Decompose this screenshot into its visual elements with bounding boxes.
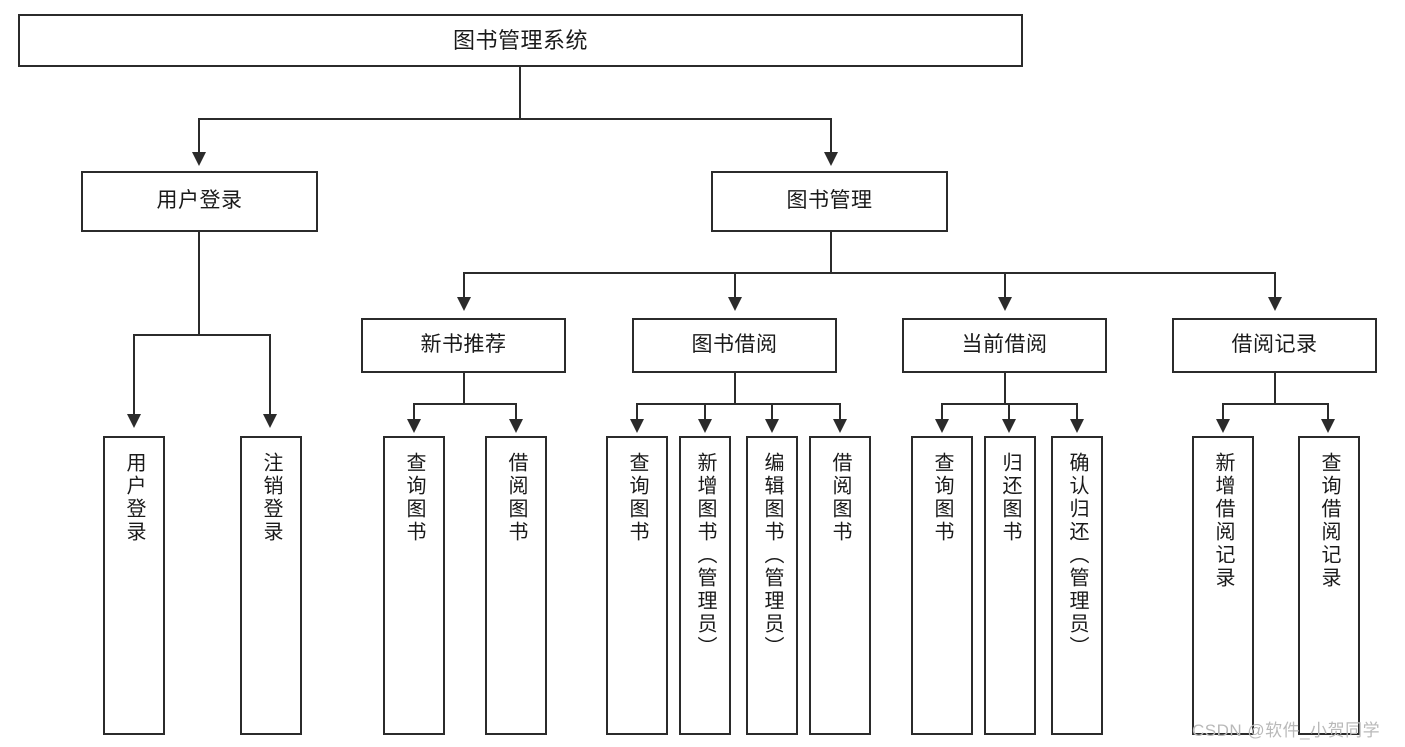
node-label: 当前借阅 [961,333,1048,357]
node-label: 新书推荐 [420,333,507,357]
arrowhead-leaf-logout [263,414,277,428]
connector-to-current-borrow [1004,272,1006,299]
connector-book-manage-stem [830,232,832,273]
arrowhead-leaf-confirm-return [1070,419,1084,433]
connector-user-login-bus [133,334,270,336]
leaf-borrow-book-recommend[interactable]: 借阅图书 [485,436,547,735]
node-label: 查询图书 [403,452,425,544]
leaf-add-borrow-record[interactable]: 新增借阅记录 [1192,436,1254,735]
arrowhead-leaf-query-book-a [407,419,421,433]
node-book-borrow[interactable]: 图书借阅 [632,318,837,373]
arrowhead-leaf-return-book [1002,419,1016,433]
leaf-query-borrow-record[interactable]: 查询借阅记录 [1298,436,1360,735]
connector-user-login-child1 [133,334,135,416]
connector-book-borrow-child4 [839,403,841,421]
arrowhead-leaf-edit-book [765,419,779,433]
node-label: 查询图书 [931,452,953,544]
node-label: 用户登录 [156,189,243,213]
node-label: 查询借阅记录 [1318,452,1340,590]
connector-user-login-stem [198,232,200,335]
connector-new-book-rec-bus [413,403,517,405]
arrowhead-current-borrow [998,297,1012,311]
arrowhead-borrow-record [1268,297,1282,311]
node-book-manage[interactable]: 图书管理 [711,171,948,232]
connector-new-book-rec-child2 [515,403,517,421]
connector-to-new-book-rec [463,272,465,299]
node-label: 查询图书 [626,452,648,544]
arrowhead-leaf-query-book-b [630,419,644,433]
node-label: 图书管理系统 [452,27,588,53]
arrowhead-leaf-query-book-c [935,419,949,433]
connector-book-borrow-child3 [771,403,773,421]
node-new-book-recommend[interactable]: 新书推荐 [361,318,566,373]
connector-to-borrow-record [1274,272,1276,299]
leaf-add-book-admin[interactable]: 新增图书（管理员） [679,436,731,735]
connector-new-book-rec-stem [463,373,465,404]
node-user-login[interactable]: 用户登录 [81,171,318,232]
node-label: 新增借阅记录 [1212,452,1234,590]
leaf-query-book-recommend[interactable]: 查询图书 [383,436,445,735]
node-label: 新增图书（管理员） [694,452,716,659]
arrowhead-leaf-user-login [127,414,141,428]
connector-to-book-borrow [734,272,736,299]
connector-to-user-login [198,118,200,154]
leaf-borrow-book-borrow[interactable]: 借阅图书 [809,436,871,735]
connector-current-borrow-stem [1004,373,1006,404]
node-label: 借阅记录 [1231,333,1318,357]
connector-root-stem [519,67,521,119]
connector-to-book-manage [830,118,832,154]
node-label: 注销登录 [260,452,282,544]
leaf-query-book-current[interactable]: 查询图书 [911,436,973,735]
connector-user-login-child2 [269,334,271,416]
arrowhead-user-login [192,152,206,166]
arrowhead-leaf-borrow-book-b [833,419,847,433]
leaf-edit-book-admin[interactable]: 编辑图书（管理员） [746,436,798,735]
node-current-borrow[interactable]: 当前借阅 [902,318,1107,373]
connector-new-book-rec-child1 [413,403,415,421]
connector-borrow-record-child2 [1327,403,1329,421]
connector-book-borrow-bus [636,403,840,405]
connector-book-borrow-child2 [704,403,706,421]
connector-current-borrow-child3 [1076,403,1078,421]
node-label: 确认归还（管理员） [1066,452,1088,659]
connector-borrow-record-bus [1222,403,1329,405]
arrowhead-leaf-add-book [698,419,712,433]
connector-level2-bus [198,118,832,120]
leaf-query-book-borrow[interactable]: 查询图书 [606,436,668,735]
connector-borrow-record-child1 [1222,403,1224,421]
node-label: 用户登录 [123,452,145,544]
connector-current-borrow-child1 [941,403,943,421]
connector-book-borrow-stem [734,373,736,404]
arrowhead-book-manage [824,152,838,166]
node-root-system[interactable]: 图书管理系统 [18,14,1023,67]
connector-book-borrow-child1 [636,403,638,421]
arrowhead-leaf-borrow-book-a [509,419,523,433]
node-label: 借阅图书 [505,452,527,544]
node-label: 借阅图书 [829,452,851,544]
leaf-logout[interactable]: 注销登录 [240,436,302,735]
node-label: 归还图书 [999,452,1021,544]
node-borrow-record[interactable]: 借阅记录 [1172,318,1377,373]
connector-borrow-record-stem [1274,373,1276,404]
leaf-confirm-return-admin[interactable]: 确认归还（管理员） [1051,436,1103,735]
leaf-return-book[interactable]: 归还图书 [984,436,1036,735]
arrowhead-leaf-add-borrow-record [1216,419,1230,433]
node-label: 图书管理 [786,189,873,213]
connector-current-borrow-child2 [1008,403,1010,421]
node-label: 图书借阅 [691,333,778,357]
node-label: 编辑图书（管理员） [761,452,783,659]
arrowhead-book-borrow [728,297,742,311]
connector-book-manage-bus [463,272,1276,274]
arrowhead-leaf-query-borrow-record [1321,419,1335,433]
arrowhead-new-book-rec [457,297,471,311]
leaf-user-login[interactable]: 用户登录 [103,436,165,735]
